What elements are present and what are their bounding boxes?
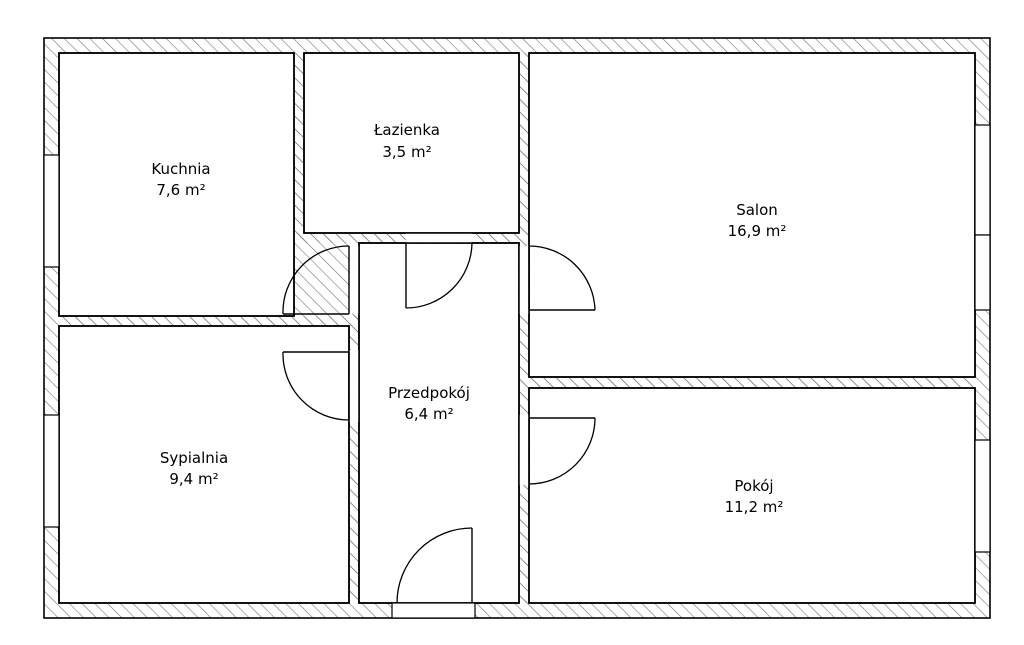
room-kuchnia xyxy=(58,52,295,317)
room-area-kuchnia: 7,6 m² xyxy=(156,181,205,199)
door-salon xyxy=(528,245,596,311)
partition-wall xyxy=(519,53,529,603)
window xyxy=(43,154,60,268)
room-sypialnia xyxy=(58,325,350,604)
window xyxy=(974,234,991,311)
outer-wall-outline xyxy=(43,37,991,619)
room-area-salon: 16,9 m² xyxy=(728,222,787,240)
room-name-przedpokoj: Przedpokój xyxy=(388,384,470,402)
room-area-przedpokoj: 6,4 m² xyxy=(404,405,453,423)
room-name-lazienka: Łazienka xyxy=(373,121,440,139)
room-name-sypialnia: Sypialnia xyxy=(160,449,228,467)
partition-wall xyxy=(294,53,304,243)
room-area-lazienka: 3,5 m² xyxy=(382,143,431,161)
partition-wall xyxy=(349,243,359,603)
window xyxy=(43,414,60,528)
room-name-pokoj: Pokój xyxy=(734,477,773,495)
partition-wall xyxy=(529,377,975,388)
entrance-door-frame xyxy=(391,602,476,619)
window xyxy=(974,124,991,236)
room-name-salon: Salon xyxy=(736,201,778,219)
room-przedpokoj xyxy=(358,242,520,604)
partition-wall xyxy=(59,316,359,326)
room-pokoj xyxy=(528,387,976,604)
room-name-kuchnia: Kuchnia xyxy=(151,160,210,178)
room-area-pokoj: 11,2 m² xyxy=(725,498,784,516)
door-entrance xyxy=(396,527,473,604)
door-lazienka xyxy=(405,242,473,309)
door-kuchnia xyxy=(282,245,350,315)
window xyxy=(974,439,991,553)
room-salon xyxy=(528,52,976,378)
door-sypialnia xyxy=(282,351,350,421)
door-pokoj xyxy=(528,417,596,485)
room-area-sypialnia: 9,4 m² xyxy=(169,470,218,488)
